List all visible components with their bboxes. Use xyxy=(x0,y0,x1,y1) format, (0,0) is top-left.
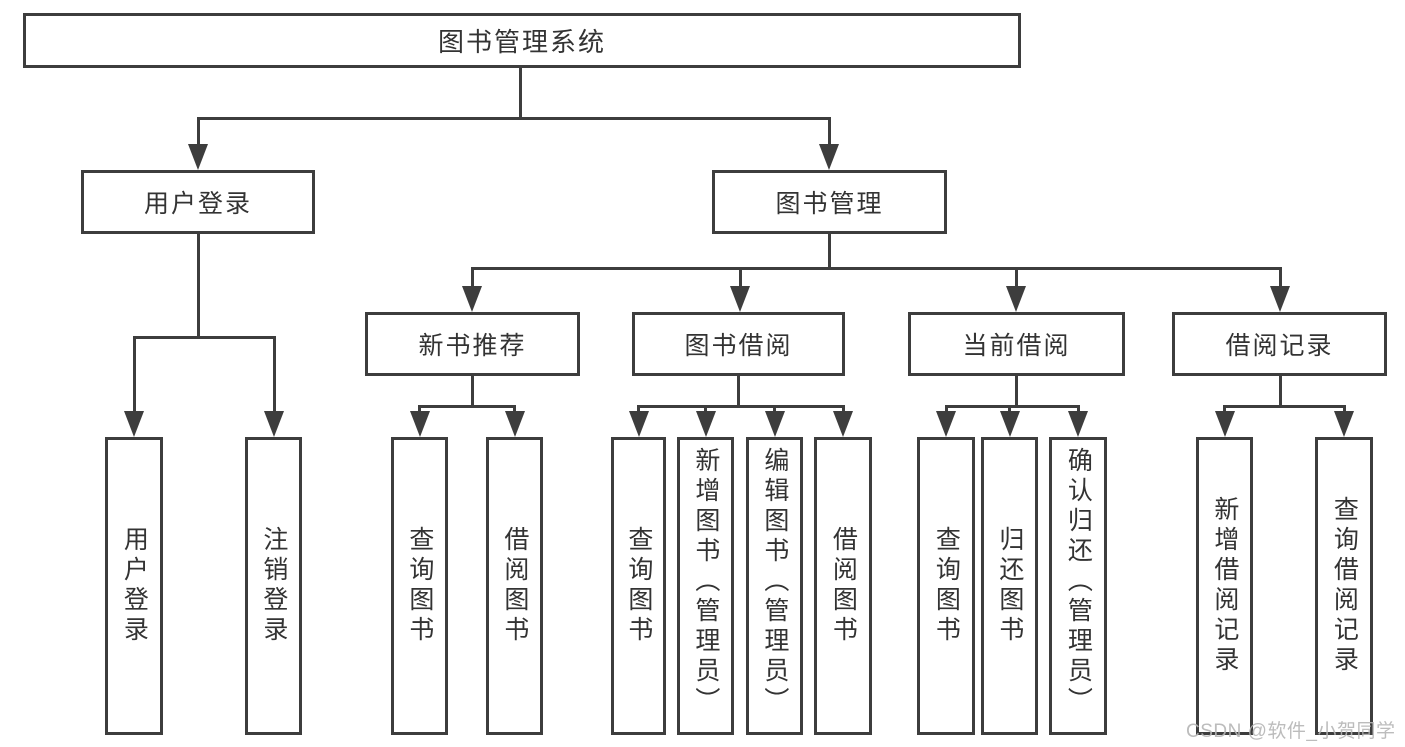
connector-vline xyxy=(841,404,845,414)
arrow-down-icon xyxy=(188,144,208,170)
connector-vline xyxy=(132,335,136,416)
node-current-borrow-label: 当前借阅 xyxy=(962,332,1071,360)
connector-vline xyxy=(1008,404,1011,414)
leaf-query-books-2-label: 查询图书 xyxy=(624,526,653,646)
leaf-query-borrow-record: 查询借阅记录 xyxy=(1315,437,1373,735)
arrow-down-icon xyxy=(695,411,716,437)
leaf-borrow-books-2: 借阅图书 xyxy=(814,437,872,735)
leaf-add-borrow-record: 新增借阅记录 xyxy=(1196,437,1253,735)
leaf-borrow-books-1-label: 借阅图书 xyxy=(500,526,529,646)
node-root-label: 图书管理系统 xyxy=(437,27,606,57)
connector-vline xyxy=(470,266,474,288)
leaf-user-login: 用户登录 xyxy=(105,437,163,735)
node-book-management: 图书管理 xyxy=(712,170,947,234)
connector-vline xyxy=(773,404,776,414)
leaf-logout-label: 注销登录 xyxy=(259,526,288,646)
connector-hline xyxy=(470,266,1282,270)
arrow-down-icon xyxy=(124,411,144,437)
connector-vline xyxy=(737,376,740,407)
connector-hline xyxy=(637,404,845,408)
leaf-add-book-admin: 新增图书（管理员） xyxy=(677,437,734,735)
connector-vline xyxy=(827,117,831,145)
leaf-confirm-return-admin: 确认归还（管理员） xyxy=(1049,437,1107,735)
leaf-borrow-books-1: 借阅图书 xyxy=(486,437,543,735)
node-book-management-label: 图书管理 xyxy=(775,190,884,218)
leaf-confirm-return-admin-label: 确认归还（管理员） xyxy=(1064,447,1093,717)
leaf-user-login-label: 用户登录 xyxy=(120,526,149,646)
connector-vline xyxy=(272,335,276,416)
arrow-down-icon xyxy=(504,411,525,437)
arrow-down-icon xyxy=(999,411,1020,437)
leaf-edit-book-admin: 编辑图书（管理员） xyxy=(746,437,803,735)
node-borrow-records: 借阅记录 xyxy=(1172,312,1387,376)
arrow-down-icon xyxy=(819,144,839,170)
connector-vline xyxy=(637,404,640,414)
node-current-borrow: 当前借阅 xyxy=(908,312,1125,376)
connector-vline xyxy=(418,404,421,414)
arrow-down-icon xyxy=(409,411,430,437)
node-new-book-recommend: 新书推荐 xyxy=(365,312,580,376)
leaf-edit-book-admin-label: 编辑图书（管理员） xyxy=(760,447,789,717)
node-user-login-label: 用户登录 xyxy=(143,190,252,218)
leaf-return-books: 归还图书 xyxy=(981,437,1038,735)
connector-vline xyxy=(196,234,200,338)
arrow-down-icon xyxy=(1334,411,1354,437)
node-user-login: 用户登录 xyxy=(81,170,315,234)
connector-vline xyxy=(1076,404,1080,414)
arrow-down-icon xyxy=(1006,286,1026,312)
arrow-down-icon xyxy=(264,411,284,437)
connector-vline xyxy=(196,117,200,145)
leaf-query-books-1-label: 查询图书 xyxy=(405,526,434,646)
connector-vline xyxy=(518,68,522,118)
leaf-query-borrow-record-label: 查询借阅记录 xyxy=(1330,496,1359,676)
connector-hline xyxy=(944,404,1080,408)
connector-vline xyxy=(1342,404,1346,414)
connector-vline xyxy=(1223,404,1226,414)
node-root: 图书管理系统 xyxy=(23,13,1021,68)
connector-vline xyxy=(513,404,516,414)
leaf-add-book-admin-label: 新增图书（管理员） xyxy=(691,447,720,717)
connector-vline xyxy=(1014,266,1018,288)
connector-hline xyxy=(418,404,516,408)
connector-vline xyxy=(471,376,474,407)
leaf-query-books-3-label: 查询图书 xyxy=(932,526,961,646)
arrow-down-icon xyxy=(936,411,956,437)
leaf-query-books-1: 查询图书 xyxy=(391,437,448,735)
connector-hline xyxy=(196,117,831,120)
leaf-query-books-2: 查询图书 xyxy=(611,437,666,735)
node-new-book-recommend-label: 新书推荐 xyxy=(418,332,527,360)
arrow-down-icon xyxy=(1214,411,1235,437)
arrow-down-icon xyxy=(1270,286,1290,312)
node-book-borrow-label: 图书借阅 xyxy=(684,332,793,360)
connector-hline xyxy=(1223,404,1346,408)
leaf-query-books-3: 查询图书 xyxy=(917,437,975,735)
connector-vline xyxy=(944,404,948,414)
connector-vline xyxy=(738,266,742,288)
leaf-return-books-label: 归还图书 xyxy=(995,526,1024,646)
connector-hline xyxy=(132,335,276,339)
connector-vline xyxy=(704,404,707,414)
leaf-borrow-books-2-label: 借阅图书 xyxy=(829,526,858,646)
connector-vline xyxy=(1278,266,1282,288)
arrow-down-icon xyxy=(628,411,649,437)
arrow-down-icon xyxy=(833,411,853,437)
arrow-down-icon xyxy=(1068,411,1088,437)
connector-vline xyxy=(1014,376,1018,407)
csdn-watermark: CSDN @软件_小贺同学 xyxy=(1186,721,1396,742)
arrow-down-icon xyxy=(730,286,750,312)
connector-vline xyxy=(827,233,831,269)
arrow-down-icon xyxy=(462,286,482,312)
connector-vline xyxy=(1278,376,1282,407)
node-borrow-records-label: 借阅记录 xyxy=(1225,332,1334,360)
node-book-borrow: 图书借阅 xyxy=(632,312,845,376)
leaf-logout: 注销登录 xyxy=(245,437,302,735)
leaf-add-borrow-record-label: 新增借阅记录 xyxy=(1210,496,1239,676)
arrow-down-icon xyxy=(764,411,785,437)
